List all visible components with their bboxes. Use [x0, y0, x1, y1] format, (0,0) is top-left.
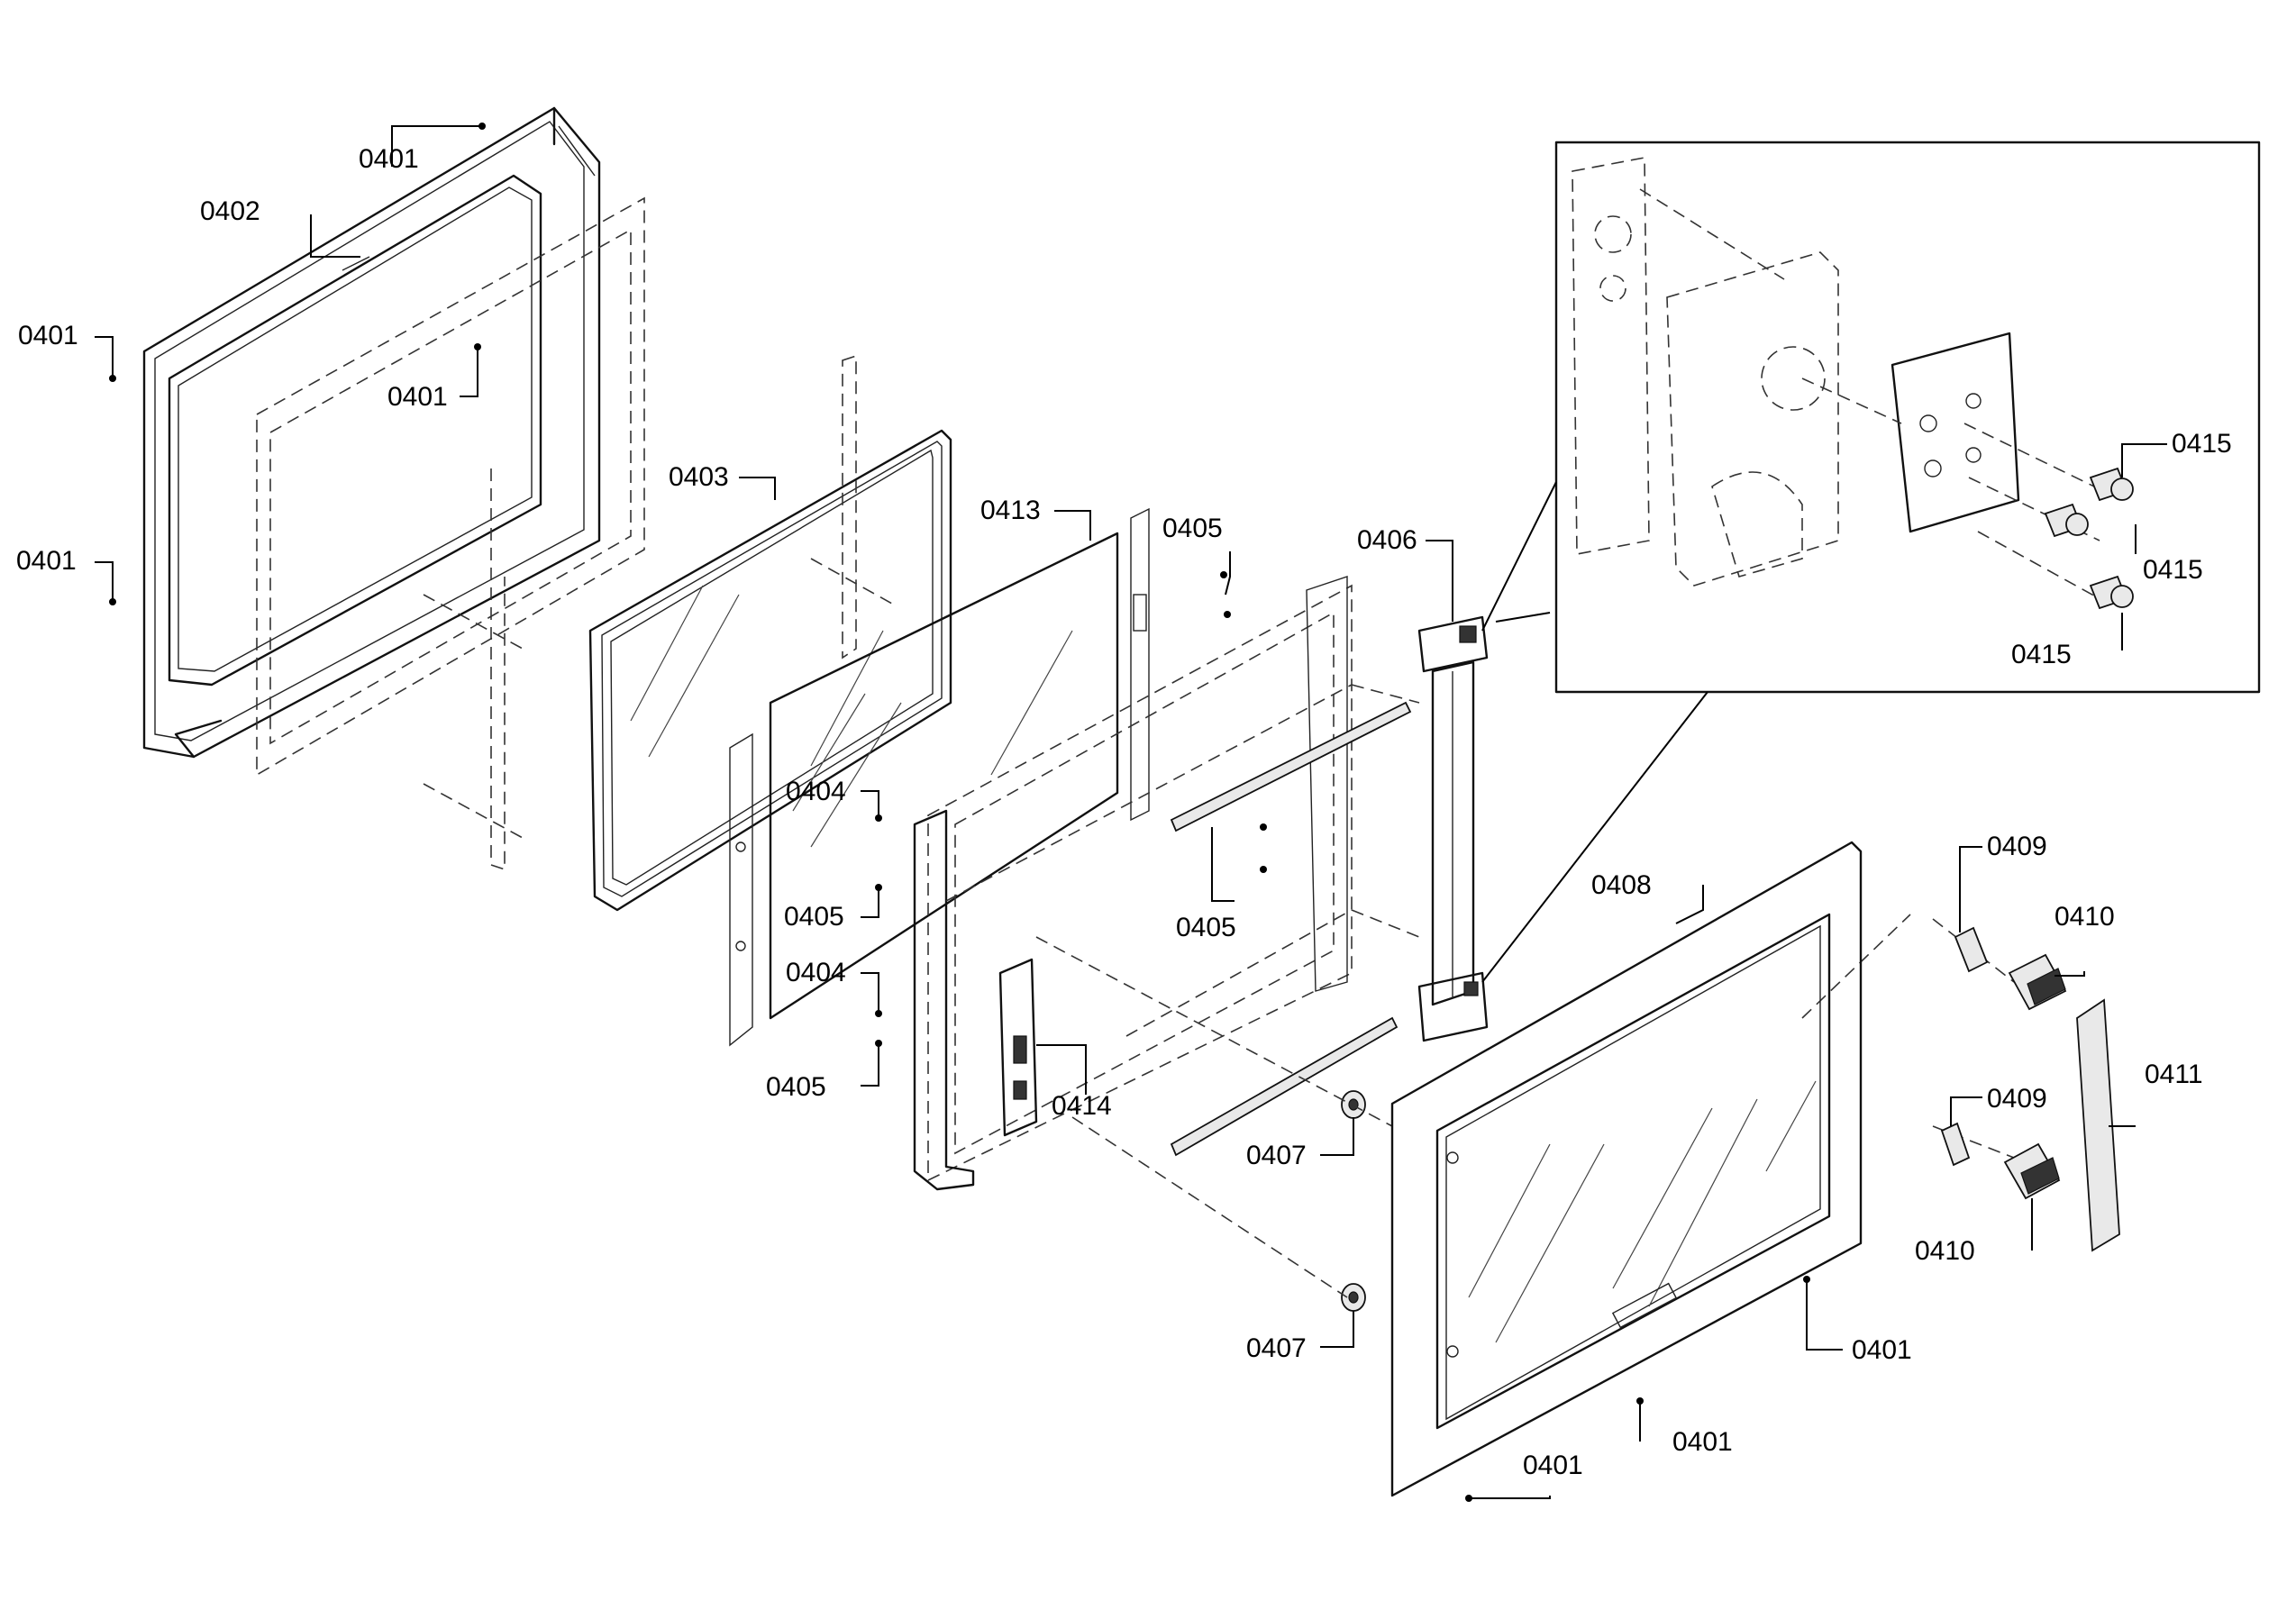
- hinge-slide-upper: [1170, 701, 1412, 832]
- inset-screws: [1963, 423, 2134, 610]
- roller-lower: [1341, 1283, 1366, 1312]
- callout-label: 0404: [786, 958, 846, 987]
- hinge-assembly-0406: [1417, 615, 1489, 1042]
- callout-label: 0407: [1246, 1333, 1307, 1363]
- callout-label: 0401: [1523, 1451, 1583, 1480]
- callout-label: 0415: [2143, 555, 2203, 585]
- glass-panel-0403: [588, 429, 952, 912]
- detail-inset-box: [1481, 141, 2261, 983]
- callout-label: 0401: [1672, 1427, 1733, 1457]
- roller-upper: [1341, 1090, 1366, 1119]
- latch-0414: [998, 958, 1038, 1137]
- handle-cap-upper: [2008, 953, 2067, 1011]
- outer-glass-door-0408: [1390, 841, 1863, 1497]
- callout-label: 0401: [1852, 1335, 1912, 1365]
- leader-lines: [95, 123, 2167, 1502]
- callout-label: 0403: [669, 462, 729, 492]
- side-rail: [729, 732, 753, 1047]
- callout-label: 0401: [16, 546, 77, 576]
- callout-label: 0405: [1176, 913, 1236, 942]
- dashed-inner-frame: [256, 196, 645, 871]
- callout-label: 0406: [1357, 525, 1417, 555]
- callout-label: 0409: [1987, 1084, 2047, 1114]
- inset-mount-plate: [1801, 332, 2020, 533]
- callout-label: 0410: [1915, 1236, 1975, 1266]
- callout-label: 0404: [786, 777, 846, 806]
- callout-label: 0405: [766, 1072, 826, 1102]
- callout-label: 0408: [1591, 870, 1652, 900]
- handle-pin-lower: [1940, 1122, 1971, 1167]
- inset-hinge-body: [1666, 251, 1839, 587]
- glass-panel-0413: [769, 532, 1119, 1020]
- vertical-strip: [1130, 507, 1150, 822]
- callout-label: 0411: [2145, 1060, 2203, 1089]
- assembly-dashed-lines: [1035, 684, 2015, 1298]
- handle-bar: [2076, 998, 2120, 1252]
- handle-pin-upper: [1954, 926, 1989, 973]
- inset-bracket-left: [1572, 157, 1785, 555]
- callout-label: 0401: [18, 321, 78, 350]
- handle-cap-lower: [2003, 1142, 2061, 1200]
- callout-label: 0409: [1987, 832, 2047, 861]
- callout-label: 0414: [1052, 1091, 1112, 1121]
- callout-label: 0407: [1246, 1141, 1307, 1170]
- callout-label: 0405: [1162, 514, 1223, 543]
- callout-label: 0401: [387, 382, 448, 412]
- side-bracket-left: [810, 354, 893, 659]
- inner-spacer-frame: [913, 576, 1353, 1191]
- callout-label: 0401: [359, 144, 419, 174]
- callout-label: 0413: [980, 496, 1041, 525]
- hinge-slide-lower: [1170, 1016, 1399, 1157]
- callout-label: 0415: [2172, 429, 2232, 459]
- callout-label: 0405: [784, 902, 844, 932]
- callout-label: 0402: [200, 196, 260, 226]
- callout-label: 0410: [2055, 902, 2115, 932]
- outer-door-frame: [142, 106, 601, 759]
- callout-label: 0415: [2011, 640, 2072, 669]
